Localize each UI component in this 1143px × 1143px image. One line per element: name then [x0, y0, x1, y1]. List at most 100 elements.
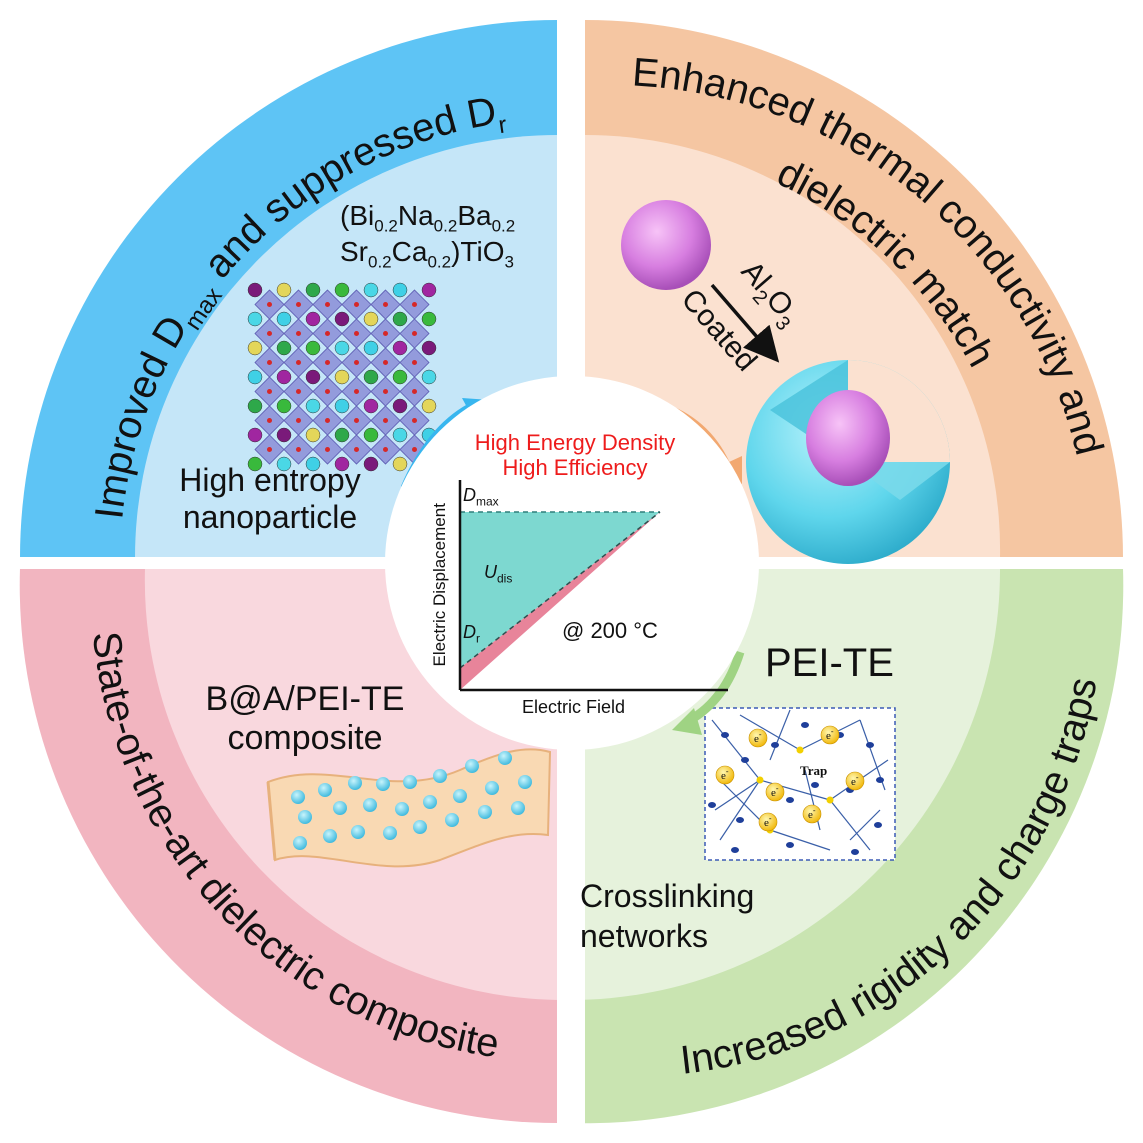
- monomer-bead: [786, 797, 794, 803]
- temperature-label: @ 200 °C: [562, 618, 658, 643]
- monomer-bead: [708, 802, 716, 808]
- crosslinking-network-illustration: e-e-e-e-e-e-e-: [704, 707, 896, 861]
- monomer-bead: [721, 732, 729, 738]
- filler-particle: [485, 781, 499, 795]
- monomer-bead: [874, 822, 882, 828]
- monomer-bead: [801, 722, 809, 728]
- polymer-chain: [711, 719, 761, 781]
- monomer-bead: [851, 849, 859, 855]
- oxygen-atom: [383, 360, 388, 365]
- filler-particle: [518, 775, 532, 789]
- monomer-bead: [736, 817, 744, 823]
- oxygen-atom: [354, 418, 359, 423]
- a-site-atom: [305, 369, 321, 385]
- a-site-atom: [276, 427, 292, 443]
- a-site-atom: [305, 311, 321, 327]
- a-site-atom: [363, 282, 379, 298]
- high-entropy-nanoparticle-label: High entropy nanoparticle: [179, 462, 361, 535]
- chart-xlabel: Electric Field: [522, 697, 626, 717]
- oxygen-atom: [325, 331, 330, 336]
- oxygen-atom: [354, 302, 359, 307]
- a-site-atom: [421, 398, 437, 414]
- monomer-bead: [811, 782, 819, 788]
- a-site-atom: [247, 311, 263, 327]
- filler-particle: [423, 795, 437, 809]
- electron-symbol: e-: [754, 730, 762, 745]
- oxygen-atom: [296, 389, 301, 394]
- oxygen-atom: [412, 418, 417, 423]
- a-site-atom: [363, 340, 379, 356]
- oxygen-atom: [267, 447, 272, 452]
- filler-particle: [323, 829, 337, 843]
- filler-particle: [478, 805, 492, 819]
- oxygen-atom: [354, 447, 359, 452]
- filler-particle: [348, 776, 362, 790]
- oxygen-atom: [354, 331, 359, 336]
- a-site-atom: [334, 311, 350, 327]
- a-site-atom: [276, 456, 292, 472]
- polymer-chain: [849, 809, 881, 841]
- a-site-atom: [334, 427, 350, 443]
- a-site-atom: [363, 427, 379, 443]
- oxygen-atom: [325, 418, 330, 423]
- composite-film-illustration: [266, 748, 552, 868]
- polymer-chain: [719, 779, 761, 841]
- electron-icon: [802, 804, 822, 824]
- electron-symbol: e-: [764, 814, 772, 829]
- oxygen-atom: [383, 302, 388, 307]
- a-site-atom: [421, 340, 437, 356]
- pei-te-title: PEI-TE: [765, 641, 894, 685]
- filler-particle: [433, 769, 447, 783]
- udis-label: Udis: [484, 562, 513, 586]
- oxygen-atom: [412, 360, 417, 365]
- oxygen-atom: [325, 360, 330, 365]
- discharge-dashed-curve: [459, 511, 661, 669]
- a-site-atom: [247, 369, 263, 385]
- oxygen-atom: [354, 360, 359, 365]
- a-site-atom: [276, 311, 292, 327]
- a-site-atom: [305, 456, 321, 472]
- a-site-atom: [363, 311, 379, 327]
- a-site-atom: [421, 369, 437, 385]
- polymer-chain: [829, 799, 871, 851]
- a-site-atom: [392, 311, 408, 327]
- a-site-atom: [334, 340, 350, 356]
- oxygen-atom: [383, 331, 388, 336]
- oxygen-atom: [383, 447, 388, 452]
- filler-particle: [293, 836, 307, 850]
- monomer-bead: [771, 742, 779, 748]
- monomer-bead: [786, 842, 794, 848]
- a-site-atom: [392, 340, 408, 356]
- polymer-chain: [714, 779, 761, 811]
- a-site-atom: [276, 282, 292, 298]
- oxygen-atom: [296, 302, 301, 307]
- oxygen-atom: [296, 331, 301, 336]
- arrow-to-network-green: [687, 650, 745, 724]
- perovskite-lattice-illustration: [247, 282, 437, 472]
- a-site-atom: [392, 369, 408, 385]
- oxygen-atom: [412, 302, 417, 307]
- electron-icon: [715, 765, 735, 785]
- filler-particle: [383, 826, 397, 840]
- oxygen-atom: [267, 302, 272, 307]
- a-site-atom: [305, 340, 321, 356]
- filler-particle: [403, 775, 417, 789]
- a-site-atom: [247, 282, 263, 298]
- energy-loss-area: [460, 512, 660, 690]
- filler-particle: [453, 789, 467, 803]
- filler-particle: [291, 790, 305, 804]
- composite-label: B@A/PEI-TE composite: [205, 680, 405, 758]
- electron-symbol: e-: [826, 727, 834, 742]
- filler-particle: [511, 801, 525, 815]
- dr-label: Dr: [463, 622, 480, 646]
- filler-particle: [333, 801, 347, 815]
- a-site-atom: [276, 398, 292, 414]
- oxygen-atom: [354, 389, 359, 394]
- filler-particle: [498, 751, 512, 765]
- oxygen-atom: [383, 418, 388, 423]
- polymer-chain: [739, 714, 801, 751]
- chart-headline: High Energy Density High Efficiency: [474, 430, 676, 481]
- oxygen-atom: [412, 389, 417, 394]
